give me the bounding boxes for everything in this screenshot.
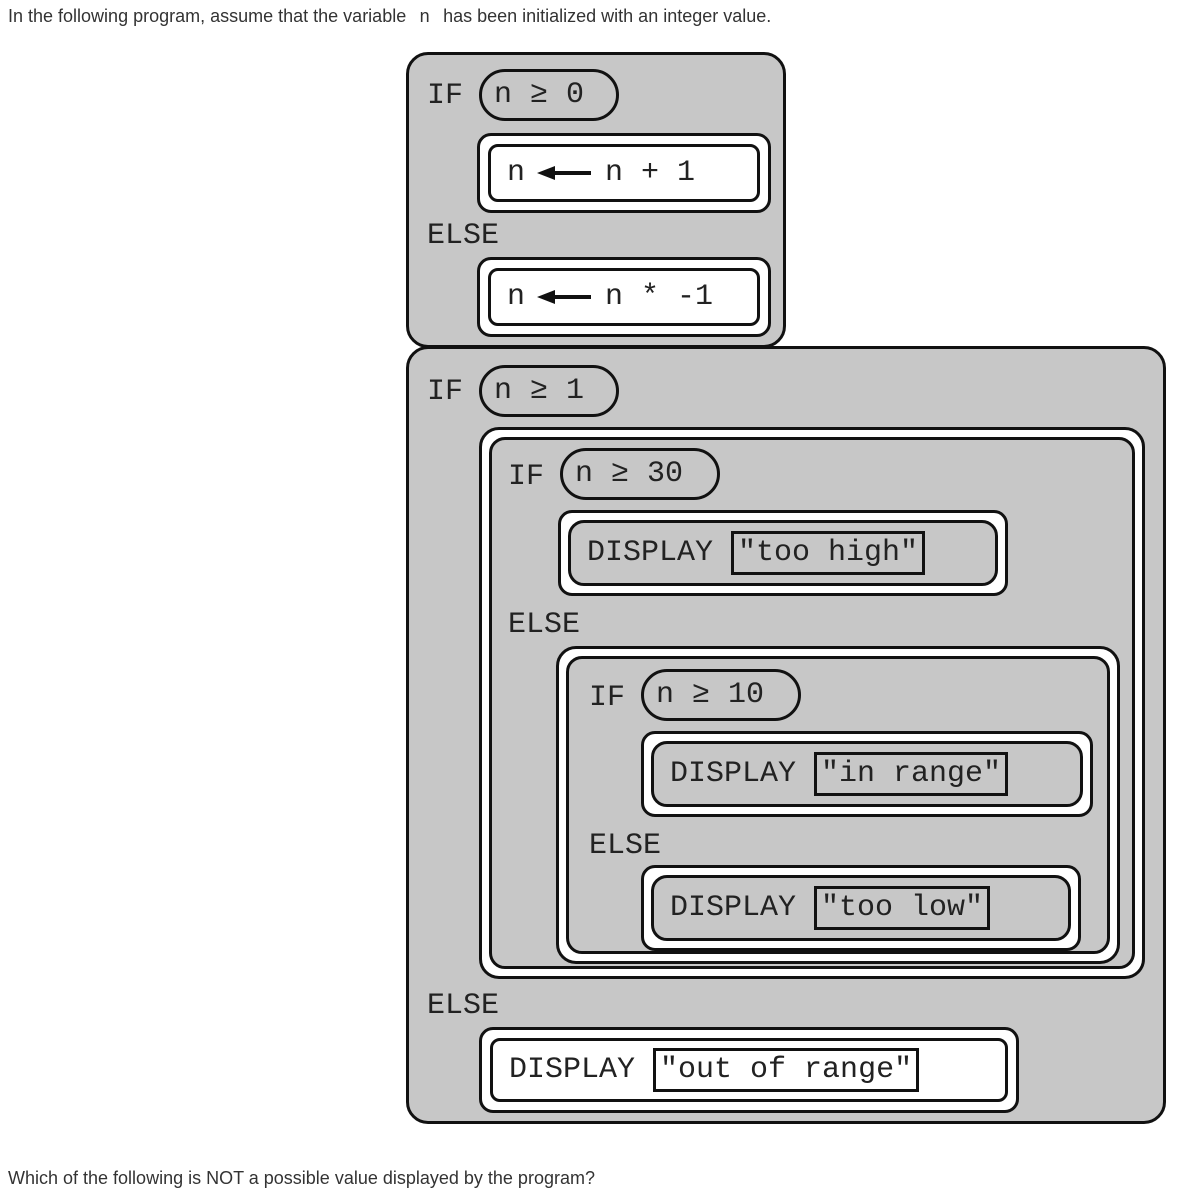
if-keyword: IF (508, 460, 545, 494)
prompt-variable: n (419, 8, 431, 28)
else-keyword: ELSE (508, 608, 581, 642)
display-out-of-range-statement: DISPLAY "out of range" (479, 1027, 1019, 1113)
nested-if-inner: IF n ≥ 10 DISPLAY "in range" ELSE DISPLA… (556, 646, 1120, 964)
if-else-block-2: IF n ≥ 1 IF n ≥ 30 DISPLAY "too high" EL… (406, 346, 1166, 1124)
left-arrow-icon (537, 166, 592, 180)
assign-target: n (507, 280, 526, 314)
assign-expression: n * -1 (605, 280, 714, 314)
condition-n-ge-0: n ≥ 0 (479, 69, 619, 121)
display-keyword: DISPLAY (670, 757, 797, 791)
else-keyword: ELSE (427, 219, 500, 253)
display-keyword: DISPLAY (509, 1053, 636, 1087)
condition-n-ge-30: n ≥ 30 (560, 448, 720, 500)
else-keyword: ELSE (427, 989, 500, 1023)
if-keyword: IF (427, 375, 464, 409)
prompt-after: has been initialized with an integer val… (443, 6, 772, 26)
in-range-string: "in range" (814, 752, 1009, 796)
display-keyword: DISPLAY (670, 891, 797, 925)
if-else-block-1: IF n ≥ 0 n n + 1 ELSE n n * -1 (406, 52, 786, 348)
question-text: Which of the following is NOT a possible… (8, 1168, 595, 1188)
display-in-range-statement: DISPLAY "in range" (641, 731, 1093, 817)
too-low-string: "too low" (814, 886, 991, 930)
assign-target: n (507, 156, 526, 190)
assign-expression: n + 1 (605, 156, 696, 190)
condition-n-ge-1: n ≥ 1 (479, 365, 619, 417)
out-of-range-string: "out of range" (653, 1048, 920, 1092)
else-keyword: ELSE (589, 829, 662, 863)
left-arrow-icon (537, 290, 592, 304)
nested-if-outer: IF n ≥ 30 DISPLAY "too high" ELSE IF n ≥… (479, 427, 1145, 979)
display-too-low-statement: DISPLAY "too low" (641, 865, 1081, 951)
if-keyword: IF (427, 79, 464, 113)
too-high-string: "too high" (731, 531, 926, 575)
assign-negate-statement: n n * -1 (477, 257, 771, 337)
prompt-text: In the following program, assume that th… (8, 6, 1178, 28)
display-keyword: DISPLAY (587, 536, 714, 570)
display-too-high-statement: DISPLAY "too high" (558, 510, 1008, 596)
assign-increment-statement: n n + 1 (477, 133, 771, 213)
prompt-before: In the following program, assume that th… (8, 6, 407, 26)
condition-n-ge-10: n ≥ 10 (641, 669, 801, 721)
if-keyword: IF (589, 681, 626, 715)
